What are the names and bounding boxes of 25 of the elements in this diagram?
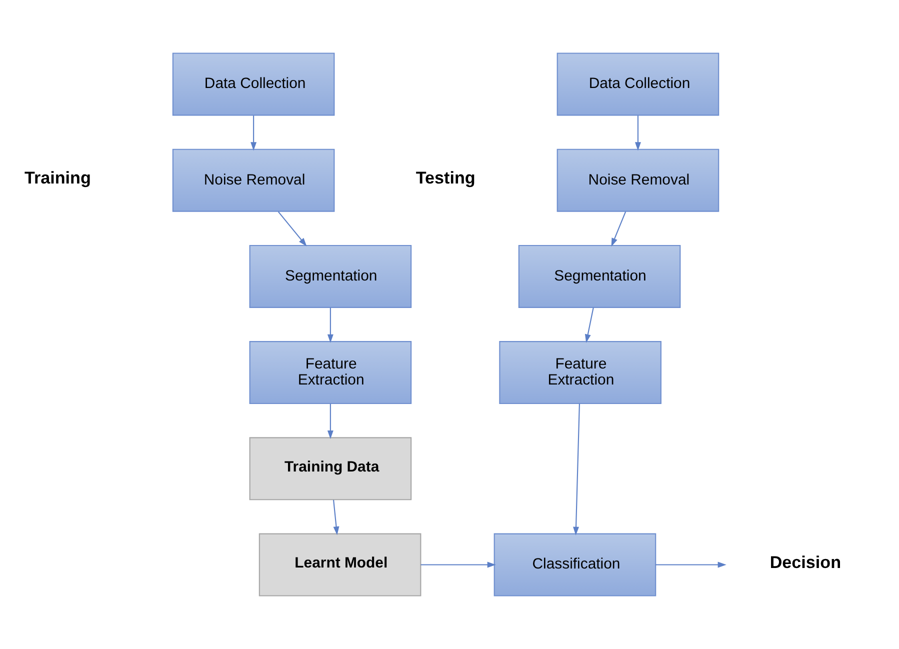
node-box: Segmentation (518, 244, 681, 308)
node-box: Segmentation (249, 244, 412, 308)
node-box: Noise Removal (556, 148, 720, 212)
arrow (584, 308, 594, 343)
arrow (420, 562, 496, 568)
arrow (634, 116, 641, 151)
arrow (656, 562, 726, 568)
node-box: Data Collection (172, 52, 335, 116)
node-box: Noise Removal (172, 148, 335, 212)
label: Training (24, 168, 91, 188)
node-box: Feature Extraction (499, 341, 662, 404)
arrow (611, 211, 626, 247)
node-box: Learnt Model (258, 533, 422, 596)
arrow (278, 211, 307, 246)
node-box: Training Data (249, 437, 412, 500)
arrow (327, 308, 334, 343)
node-box: Classification (494, 533, 656, 596)
arrow (250, 116, 257, 151)
node-text: Decision (770, 552, 842, 572)
node-box: Feature Extraction (249, 341, 412, 404)
node-box: Data Collection (556, 52, 720, 116)
arrow (573, 404, 580, 536)
arrow (333, 500, 340, 536)
arrow (327, 404, 334, 439)
label: Testing (416, 168, 476, 188)
